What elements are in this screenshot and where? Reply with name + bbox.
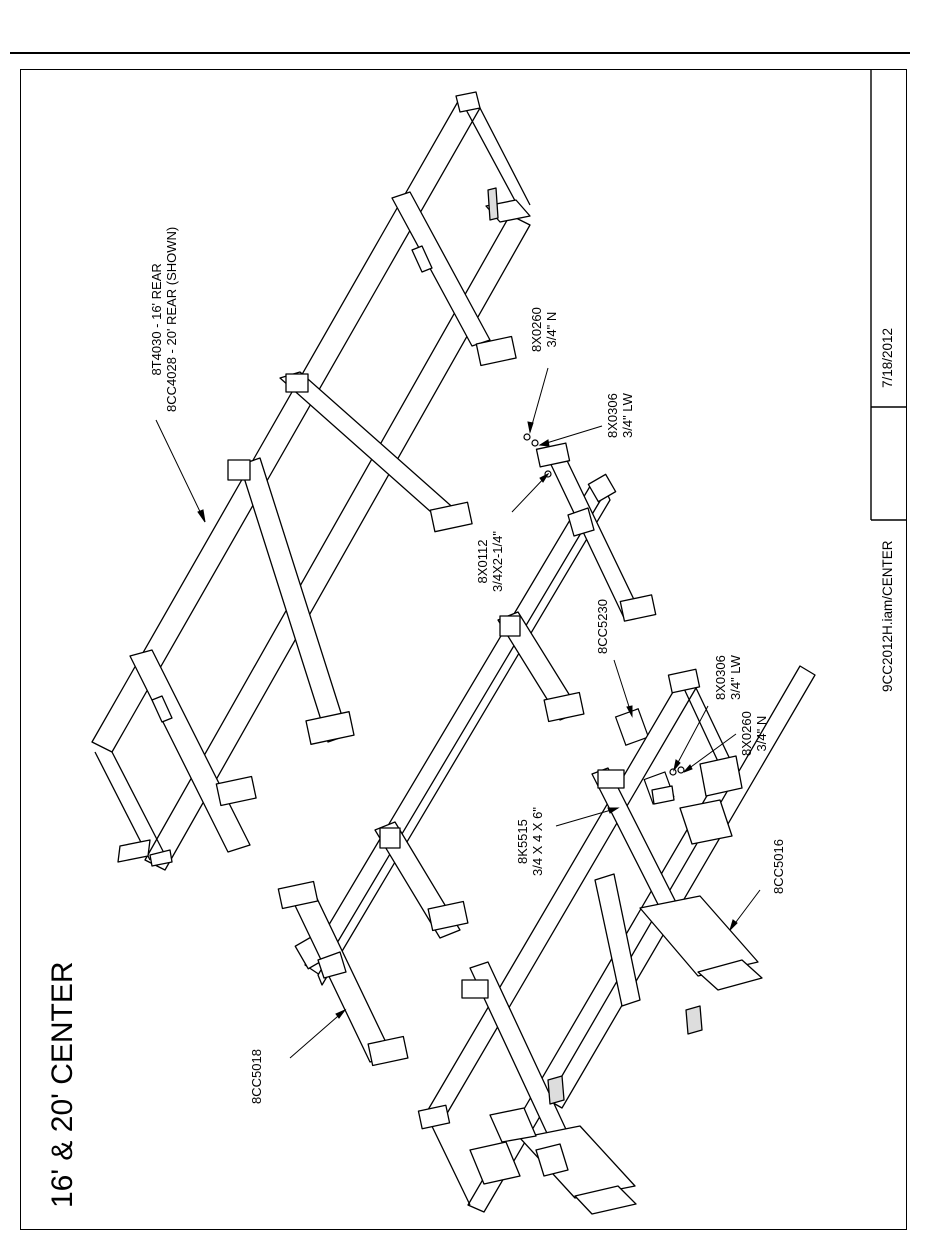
rear-frame: [92, 92, 530, 870]
title-block: [871, 69, 907, 520]
callout-plate: 8CC5230: [596, 599, 611, 654]
callout-center-frame: 8CC5016: [772, 839, 787, 894]
file-name: 9CC2012H.iam/CENTER: [880, 540, 895, 692]
callout-wing-bar: 8CC5018: [250, 1049, 265, 1104]
sheet-title: 16' & 20' CENTER: [46, 961, 80, 1208]
drawing-date: 7/18/2012: [880, 328, 895, 388]
